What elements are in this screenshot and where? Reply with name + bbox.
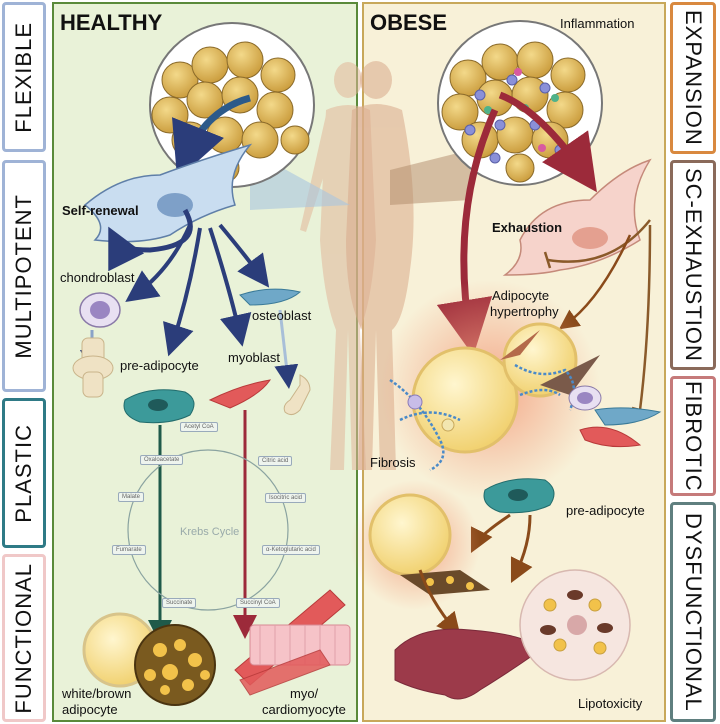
krebs-node: Fumarate xyxy=(112,545,146,555)
sidebar-label: FIBROTIC xyxy=(681,380,706,492)
sidebar-dysfunctional: DYSFUNCTIONAL xyxy=(670,502,716,722)
krebs-cycle-title: Krebs Cycle xyxy=(180,526,240,538)
inflammation-label: Inflammation xyxy=(560,16,635,31)
sidebar-multipotent: MULTIPOTENT xyxy=(2,160,46,392)
self-renewal-label: Self-renewal xyxy=(62,203,139,218)
sidebar-functional: FUNCTIONAL xyxy=(2,554,46,722)
cardiomyocyte-illustration xyxy=(234,589,351,696)
adipocyte-label-line1: white/brown xyxy=(62,686,132,701)
chondroblast-label: chondroblast xyxy=(60,270,135,285)
adipocyte-label-line2: adipocyte xyxy=(62,702,118,717)
sidebar-plastic: PLASTIC xyxy=(2,398,46,548)
krebs-node: Succinate xyxy=(162,598,197,608)
krebs-node: Citric acid xyxy=(258,456,293,466)
krebs-node: Malate xyxy=(118,492,145,502)
krebs-node: Acetyl CoA xyxy=(180,422,218,432)
stem-cell xyxy=(83,143,253,243)
sidebar-label: EXPANSION xyxy=(681,10,706,146)
bone-illustration xyxy=(283,374,311,416)
krebs-node: Succinyl CoA xyxy=(236,598,280,608)
pre-adipocyte-label: pre-adipocyte xyxy=(120,358,199,373)
dysfunctional-adipocyte xyxy=(368,493,452,577)
fibrosis-label: Fibrosis xyxy=(370,455,416,470)
krebs-node: α-Ketoglutaric acid xyxy=(262,545,320,555)
cardio-label-line2: cardiomyocyte xyxy=(262,702,346,717)
knee-joint-illustration xyxy=(72,337,114,398)
hypertrophy-label-line2: hypertrophy xyxy=(490,304,559,319)
liver-illustration xyxy=(394,628,541,700)
krebs-node: Oxaloacetate xyxy=(140,455,184,465)
obese-title: OBESE xyxy=(370,10,448,35)
exhausted-stem-cell xyxy=(502,158,652,276)
brown-adipocyte xyxy=(134,624,216,706)
cardio-label-line1: myo/ xyxy=(290,686,319,701)
osteoblast-cell xyxy=(239,288,302,306)
krebs-node: Isocitric acid xyxy=(265,493,307,503)
myoblast-label: myoblast xyxy=(228,350,281,365)
sidebar-flexible: FLEXIBLE xyxy=(2,2,46,152)
sidebar-label: DYSFUNCTIONAL xyxy=(681,512,706,712)
sidebar-expansion: EXPANSION xyxy=(670,2,716,154)
myoblast-cell xyxy=(208,379,272,409)
obese-pre-adipocyte-label: pre-adipocyte xyxy=(566,503,645,518)
osteoblast-label: osteoblast xyxy=(252,308,312,323)
sidebar-label: SC-EXHAUSTION xyxy=(681,168,706,362)
exhaustion-label: Exhaustion xyxy=(492,220,563,235)
hypertrophy-label-line1: Adipocyte xyxy=(492,288,550,303)
sidebar-fibrotic: FIBROTIC xyxy=(670,376,716,496)
sidebar-sc-exhaustion: SC-EXHAUSTION xyxy=(670,160,716,370)
hypertrophic-adipocyte xyxy=(411,346,519,454)
lipotoxicity-label: Lipotoxicity xyxy=(578,696,643,711)
healthy-title: HEALTHY xyxy=(60,10,163,35)
krebs-cycle-ring xyxy=(127,449,289,611)
